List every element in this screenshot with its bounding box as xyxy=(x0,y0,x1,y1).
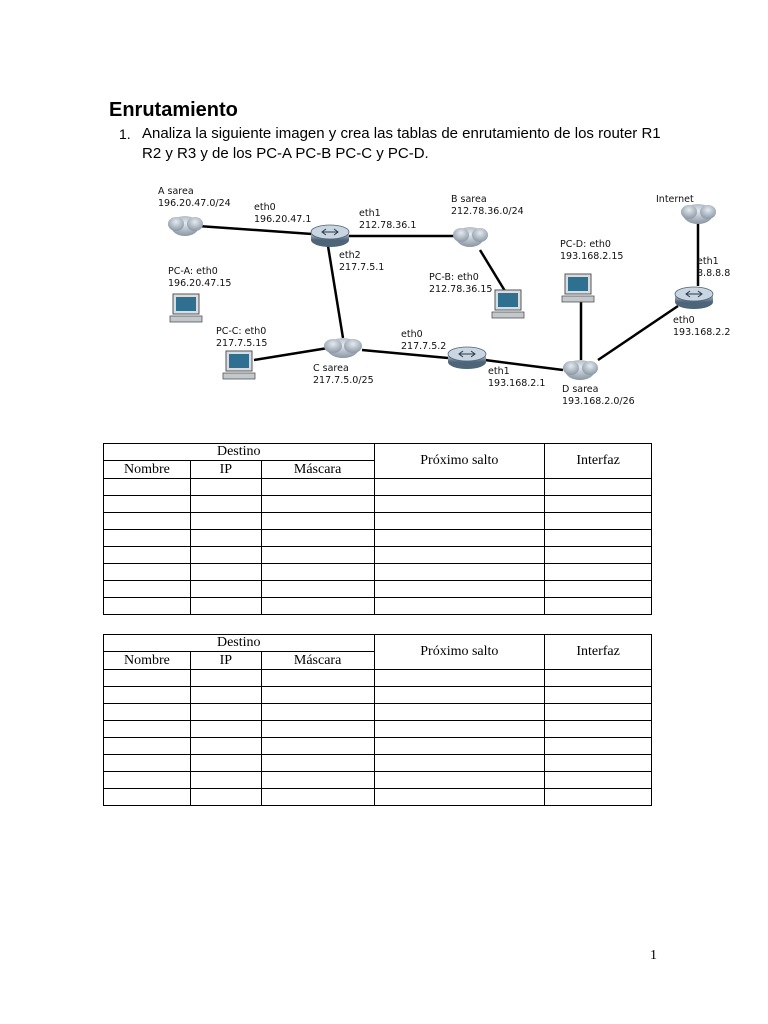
header-interfaz: Interfaz xyxy=(545,444,652,479)
r2-eth0-ip: 217.7.5.2 xyxy=(401,341,446,352)
d-net-ip: 193.168.2.0/26 xyxy=(562,396,635,407)
r3-eth0-label: eth0 xyxy=(673,315,695,326)
header-mascara: Máscara xyxy=(261,652,374,670)
cloud-icon xyxy=(453,227,488,247)
a-net-ip: 196.20.47.0/24 xyxy=(158,198,231,209)
table-row xyxy=(104,513,652,530)
header-nombre: Nombre xyxy=(104,652,191,670)
header-proximo-salto: Próximo salto xyxy=(374,444,545,479)
c-net-label: C sarea xyxy=(313,363,349,374)
header-nombre: Nombre xyxy=(104,461,191,479)
cloud-icon xyxy=(681,204,716,224)
pcb-ip: 212.78.36.15 xyxy=(429,284,492,295)
table-row xyxy=(104,704,652,721)
r1-eth2-label: eth2 xyxy=(339,250,361,261)
r1-eth1-ip: 212.78.36.1 xyxy=(359,220,416,231)
r3-eth1-ip: 8.8.8.8 xyxy=(697,268,730,279)
r2-eth0-label: eth0 xyxy=(401,329,423,340)
d-net-label: D sarea xyxy=(562,384,598,395)
header-ip: IP xyxy=(190,461,261,479)
routing-table: Destino Próximo salto Interfaz Nombre IP… xyxy=(103,443,652,615)
page-number: 1 xyxy=(650,948,657,964)
r2-eth1-label: eth1 xyxy=(488,366,510,377)
c-net-ip: 217.7.5.0/25 xyxy=(313,375,374,386)
table-row xyxy=(104,564,652,581)
r2-eth1-ip: 193.168.2.1 xyxy=(488,378,545,389)
table-row xyxy=(104,479,652,496)
r1-eth1-label: eth1 xyxy=(359,208,381,219)
cloud-icon xyxy=(563,360,598,380)
a-net-label: A sarea xyxy=(158,186,194,197)
pca-ip: 196.20.47.15 xyxy=(168,278,231,289)
table-row xyxy=(104,496,652,513)
internet-label: Internet xyxy=(656,194,694,205)
pca-label: PC-A: eth0 xyxy=(168,266,218,277)
pcb-label: PC-B: eth0 xyxy=(429,272,479,283)
cloud-icon xyxy=(168,216,203,236)
r1-eth2-ip: 217.7.5.1 xyxy=(339,262,384,273)
question-number: 1. xyxy=(119,126,131,142)
table-row xyxy=(104,687,652,704)
router-icon xyxy=(675,287,713,309)
pc-icon xyxy=(223,351,255,379)
router-icon xyxy=(311,225,349,247)
routing-table: Destino Próximo salto Interfaz Nombre IP… xyxy=(103,634,652,806)
page-title: Enrutamiento xyxy=(109,99,238,122)
table-row xyxy=(104,755,652,772)
pc-icon xyxy=(492,290,524,318)
header-destino: Destino xyxy=(104,635,375,652)
b-net-ip: 212.78.36.0/24 xyxy=(451,206,524,217)
table-row xyxy=(104,772,652,789)
cloud-icon xyxy=(324,338,362,358)
r3-eth0-ip: 193.168.2.2 xyxy=(673,327,730,338)
pcc-label: PC-C: eth0 xyxy=(216,326,266,337)
header-mascara: Máscara xyxy=(261,461,374,479)
pcd-label: PC-D: eth0 xyxy=(560,239,611,250)
router-icon xyxy=(448,347,486,369)
table-row xyxy=(104,789,652,806)
network-diagram: A sarea 196.20.47.0/24 eth0 196.20.47.1 … xyxy=(140,178,750,418)
table-row xyxy=(104,547,652,564)
b-net-label: B sarea xyxy=(451,194,487,205)
pc-icon xyxy=(170,294,202,322)
pcc-ip: 217.7.5.15 xyxy=(216,338,267,349)
header-destino: Destino xyxy=(104,444,375,461)
table-row xyxy=(104,598,652,615)
r1-eth0-ip: 196.20.47.1 xyxy=(254,214,311,225)
table-row xyxy=(104,738,652,755)
table-row xyxy=(104,721,652,738)
header-proximo-salto: Próximo salto xyxy=(374,635,545,670)
table-row xyxy=(104,581,652,598)
question-text: Analiza la siguiente imagen y crea las t… xyxy=(142,124,682,164)
pc-icon xyxy=(562,274,594,302)
pcd-ip: 193.168.2.15 xyxy=(560,251,623,262)
r3-eth1-label: eth1 xyxy=(697,256,719,267)
table-row xyxy=(104,530,652,547)
header-ip: IP xyxy=(190,652,261,670)
r1-eth0-label: eth0 xyxy=(254,202,276,213)
header-interfaz: Interfaz xyxy=(545,635,652,670)
table-row xyxy=(104,670,652,687)
links xyxy=(198,223,698,370)
